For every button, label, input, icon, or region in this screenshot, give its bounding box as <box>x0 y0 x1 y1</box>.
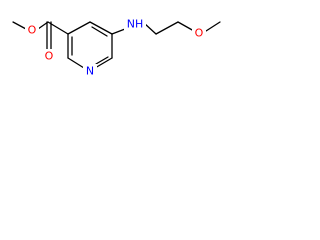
ring-inner-double-c6-n1 <box>95 56 109 65</box>
ring-inner-double-c4-c5 <box>91 26 108 37</box>
ring-nitrogen-label: N <box>86 65 94 78</box>
ether-oxygen-label: O <box>195 27 204 40</box>
carbonyl-oxygen-bg <box>42 49 56 63</box>
ester-oxygen-bg <box>25 23 39 37</box>
ring-bond-n1-c2 <box>67 57 85 69</box>
bond-methyl-ester-oxygen <box>12 21 27 30</box>
amine-bg <box>124 17 146 31</box>
ester-oxygen-label: O <box>28 24 37 37</box>
bond-ch2-ether-oxygen <box>177 21 195 32</box>
bond-ch2-ch2 <box>155 21 179 35</box>
ring-bond-c4-c5 <box>89 21 113 35</box>
ring-bond-c6-n1 <box>94 57 113 69</box>
ether-oxygen-bg <box>192 26 206 40</box>
bond-carbonyl-ring <box>47 21 69 35</box>
atom-labels: O O NH O N <box>25 17 206 78</box>
amine-label: NH <box>127 18 144 31</box>
ring-nitrogen-bg <box>83 64 97 78</box>
bond-ring-amine <box>111 28 126 35</box>
chemical-structure-diagram: O O NH O N <box>12 17 221 78</box>
carbonyl-oxygen-label: O <box>45 50 54 63</box>
ring-bond-c3-c4 <box>67 21 91 35</box>
bond-ether-oxygen-methyl <box>205 21 221 32</box>
bond-ester-oxygen-carbonyl <box>37 21 49 30</box>
bond-lines <box>12 21 221 69</box>
